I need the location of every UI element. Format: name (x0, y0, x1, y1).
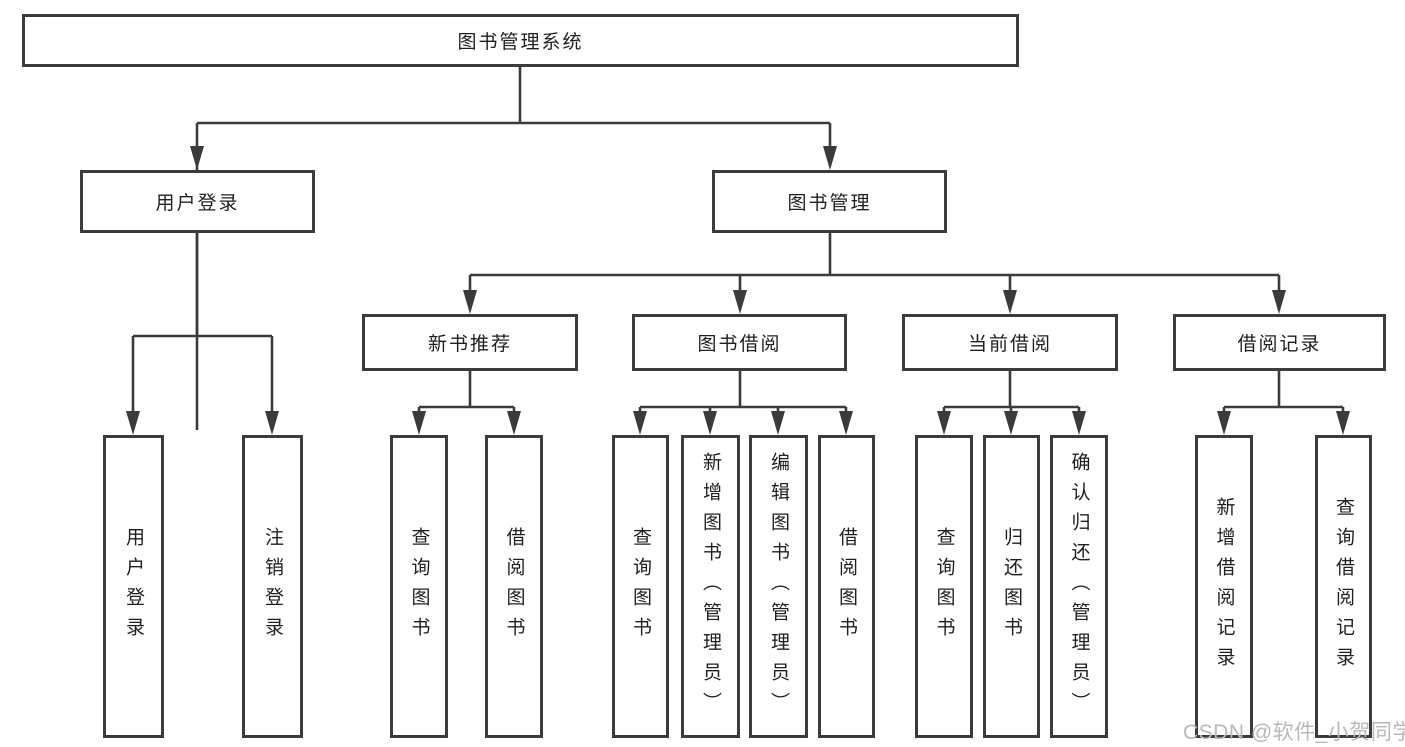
arrow-leaf-query-3 (937, 411, 951, 435)
node-book-management-label: 图书管理 (787, 193, 872, 214)
connector-root-split (195, 67, 832, 430)
leaf-query-book-2: 查询图书 (612, 435, 669, 738)
connector-book-mgmt-split (468, 233, 1281, 310)
node-user-login-label: 用户登录 (155, 193, 240, 214)
leaf-query-book-3-label: 查询图书 (933, 526, 955, 647)
node-new-book-recommend-label: 新书推荐 (427, 334, 512, 355)
node-book-management: 图书管理 (712, 170, 947, 233)
leaf-borrow-book-2: 借阅图书 (818, 435, 875, 738)
leaf-return-book: 归还图书 (983, 435, 1040, 738)
leaf-confirm-return-admin-label: 确认归还（管理员） (1068, 451, 1090, 722)
leaf-add-book-admin: 新增图书（管理员） (681, 435, 740, 738)
leaf-confirm-return-admin: 确认归还（管理员） (1050, 435, 1108, 738)
leaf-edit-book-admin-label: 编辑图书（管理员） (768, 451, 789, 722)
node-root-label: 图书管理系统 (457, 32, 584, 53)
arrow-leaf-edit-book (771, 411, 785, 435)
node-borrow-records: 借阅记录 (1173, 314, 1386, 371)
leaf-borrow-book-2-label: 借阅图书 (836, 526, 857, 647)
leaf-borrow-book-1-label: 借阅图书 (503, 526, 525, 647)
arrow-leaf-login (126, 411, 140, 435)
leaf-add-borrow-record-label: 新增借阅记录 (1213, 496, 1235, 677)
arrow-book-mgmt (823, 146, 837, 170)
connector-records-split (1222, 371, 1345, 430)
csdn-watermark: CSDN @软件_小贺同学 (1183, 721, 1405, 744)
arrow-user-login (190, 146, 204, 170)
node-current-borrow-label: 当前借阅 (967, 334, 1052, 355)
arrow-leaf-add-book (703, 411, 717, 435)
arrow-borrow (733, 290, 747, 314)
connector-strokes (131, 67, 1345, 430)
arrow-current (1003, 290, 1017, 314)
node-user-login: 用户登录 (80, 170, 315, 233)
connector-new-book-split (417, 371, 516, 430)
connector-borrow-split (638, 371, 848, 430)
node-new-book-recommend: 新书推荐 (362, 314, 578, 371)
leaf-query-borrow-record-label: 查询借阅记录 (1333, 496, 1354, 677)
leaf-logout: 注销登录 (242, 435, 303, 738)
node-borrow-records-label: 借阅记录 (1237, 334, 1322, 355)
arrow-leaf-borrow-1 (507, 411, 521, 435)
arrow-leaf-add-record (1217, 411, 1231, 435)
leaf-return-book-label: 归还图书 (1001, 526, 1022, 647)
leaf-logout-label: 注销登录 (262, 526, 283, 647)
leaf-query-book-2-label: 查询图书 (630, 526, 651, 647)
connector-user-login-split (131, 233, 274, 430)
leaf-query-book-3: 查询图书 (915, 435, 973, 738)
arrow-leaf-query-1 (412, 411, 426, 435)
leaf-add-book-admin-label: 新增图书（管理员） (700, 451, 721, 722)
arrow-leaf-confirm (1072, 411, 1086, 435)
arrow-new-book (463, 290, 477, 314)
arrow-leaf-query-record (1336, 411, 1350, 435)
leaf-edit-book-admin: 编辑图书（管理员） (749, 435, 808, 738)
node-root: 图书管理系统 (22, 14, 1019, 67)
arrow-leaf-query-2 (633, 411, 647, 435)
arrow-leaf-return (1004, 411, 1018, 435)
arrow-leaf-borrow-2 (839, 411, 853, 435)
leaf-query-borrow-record: 查询借阅记录 (1315, 435, 1372, 738)
leaf-query-book-1: 查询图书 (390, 435, 448, 738)
arrowheads (126, 146, 1350, 435)
leaf-add-borrow-record: 新增借阅记录 (1195, 435, 1253, 738)
node-book-borrow-label: 图书借阅 (697, 334, 782, 355)
leaf-user-login-label: 用户登录 (123, 526, 144, 647)
node-book-borrow: 图书借阅 (632, 314, 847, 371)
leaf-borrow-book-1: 借阅图书 (485, 435, 543, 738)
node-current-borrow: 当前借阅 (902, 314, 1118, 371)
leaf-query-book-1-label: 查询图书 (408, 526, 430, 647)
arrow-leaf-logout (265, 411, 279, 435)
arrow-records (1272, 290, 1286, 314)
leaf-user-login: 用户登录 (103, 435, 164, 738)
